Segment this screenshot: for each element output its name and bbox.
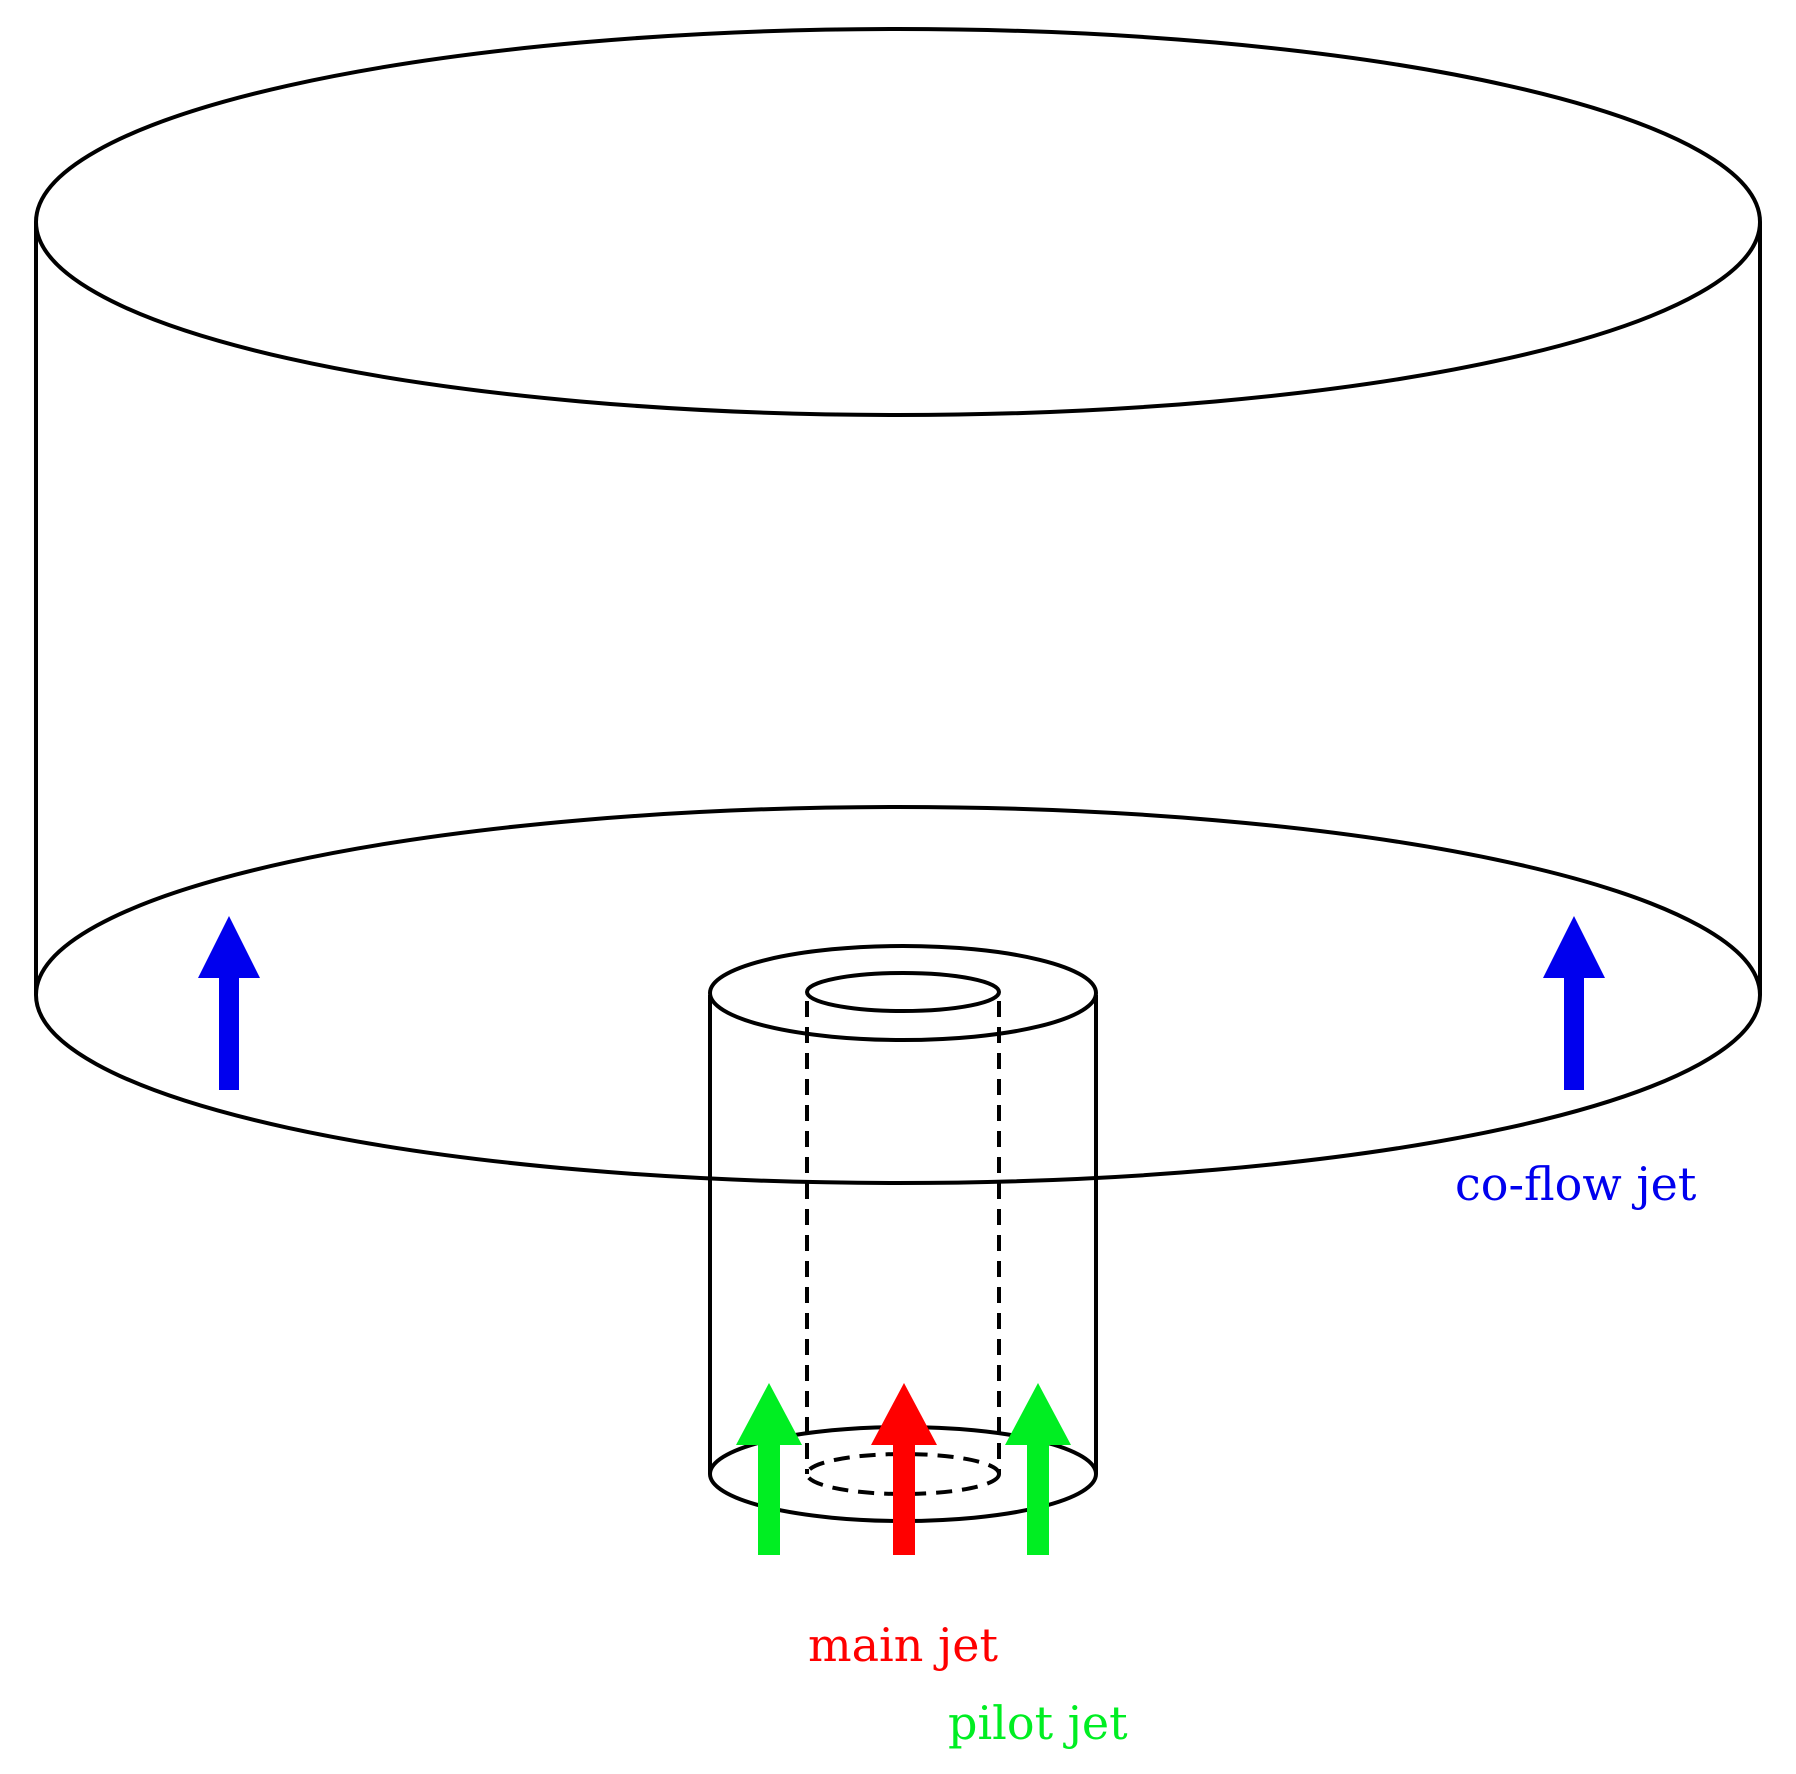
coflow-arrow-left xyxy=(198,916,260,1090)
coflow-label: co-flow jet xyxy=(1455,1157,1697,1211)
coflow-cylinder-bottom-rim xyxy=(34,805,1762,1185)
coflow-cylinder-top-rim xyxy=(34,27,1762,417)
nozzle-inner-top-rim xyxy=(805,971,1001,1013)
main-arrow xyxy=(871,1383,937,1555)
nozzle-outer-top-rim xyxy=(708,944,1098,1042)
coflow-arrow-right xyxy=(1543,916,1605,1090)
coflow-cylinder xyxy=(34,27,1762,1185)
nozzle-inner-bottom-rim-hidden xyxy=(805,1452,1001,1496)
pilot-jet-label: pilot jet xyxy=(948,1696,1128,1750)
pilot-arrow-right xyxy=(1005,1383,1071,1555)
main-jet-label: main jet xyxy=(808,1618,998,1672)
pilot-arrow-left xyxy=(736,1383,802,1555)
